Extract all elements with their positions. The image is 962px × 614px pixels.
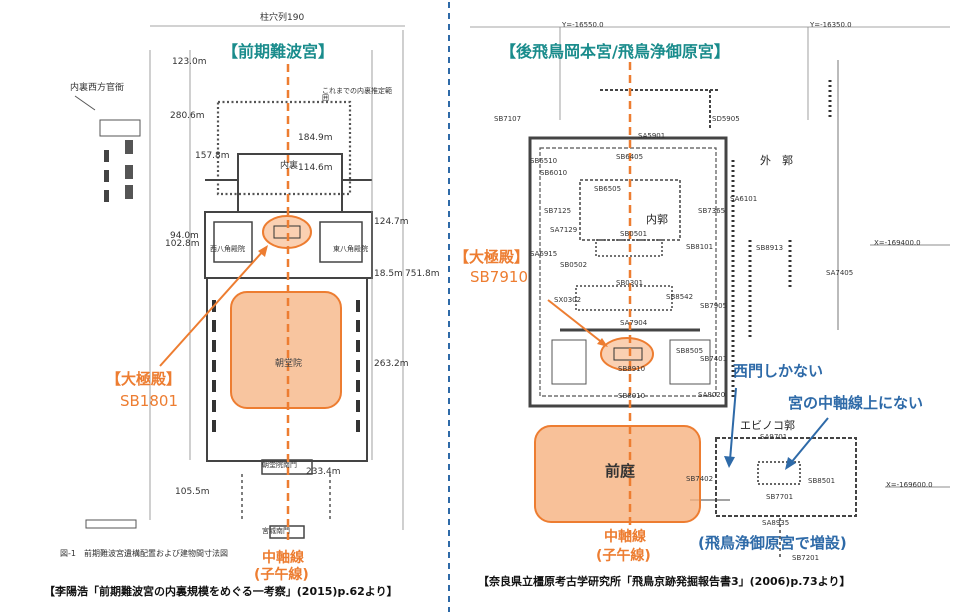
right-code: SB6505 [594, 185, 622, 193]
left-pointer-arrow [159, 249, 265, 367]
left-dairokuden-label: 【大極殿】 [106, 370, 182, 388]
right-code: SB8101 [686, 243, 714, 251]
left-dim: 233.4m [306, 467, 341, 477]
right-code: SB6405 [616, 153, 644, 161]
right-pointer-arrow [547, 299, 605, 345]
right-axis-label-2: (子午線) [596, 548, 651, 564]
left-dim: 263.2m [374, 359, 409, 369]
left-figure-caption: 図-1 前期難波宮遺構配置および建物間寸法図 [60, 549, 228, 558]
ebinoko-label: エビノコ郭 [740, 419, 795, 432]
right-maeniwa-highlight [534, 425, 701, 523]
left-dim: 124.7m [374, 217, 409, 227]
note-west-gate: 西門しかない [733, 362, 824, 380]
left-top-label: 柱穴列190 [260, 13, 305, 23]
left-dairokuden-code: SB1801 [120, 392, 178, 410]
left-west-office-label: 内裏西方官衙 [70, 83, 125, 93]
left-caption: 【李陽浩「前期難波宮の内裏規模をめぐる一考察」(2015)p.62より】 [44, 585, 398, 598]
extension-note: (飛鳥浄御原宮で増設) [698, 534, 847, 552]
right-code: SB7125 [544, 207, 572, 215]
right-coord: X=-169400.0 [874, 239, 921, 247]
left-plan-label: 内裏 [280, 161, 299, 171]
note-not-on-axis: 宮の中軸線上にない [788, 394, 924, 412]
right-code: SA8935 [762, 519, 790, 527]
left-dim: 102.8m [165, 239, 200, 249]
left-plan-label: 朝堂院南門 [262, 461, 297, 469]
left-dim: 123.0m [172, 57, 207, 67]
right-title: 【後飛鳥岡本宮/飛鳥浄御原宮】 [500, 42, 730, 61]
right-code: SB7107 [494, 115, 522, 123]
left-dim: 184.9m [298, 133, 333, 143]
right-code: SB7365 [698, 207, 726, 215]
left-plan-label: 宮城南門 [262, 527, 290, 535]
left-axis-label-2: (子午線) [254, 567, 309, 583]
right-code: SA5901 [638, 132, 666, 140]
right-code: SB0502 [560, 261, 588, 269]
right-coord: Y=-16550.0 [562, 21, 604, 29]
right-code: SA6915 [530, 250, 558, 258]
right-code: SB7201 [792, 554, 820, 562]
right-code: SB8913 [756, 244, 784, 252]
right-site-plan [470, 26, 950, 560]
right-code: SA7904 [620, 319, 648, 327]
right-code: SX0302 [554, 296, 582, 304]
naikaku-label: 内郭 [646, 213, 668, 226]
right-coord: X=-169600.0 [886, 481, 933, 489]
right-code: SB7701 [766, 493, 794, 501]
right-code: SB8542 [666, 293, 694, 301]
left-plan-label: 西八角殿院 [210, 245, 245, 253]
left-plan-label: 朝堂院 [275, 359, 303, 369]
right-code: SB8505 [676, 347, 704, 355]
left-dim: 751.8m [405, 269, 440, 279]
left-plan-label: 東八角殿院 [333, 245, 368, 253]
right-code: SA9701 [760, 433, 788, 441]
right-code: SB6510 [530, 157, 558, 165]
right-code: SA7129 [550, 226, 578, 234]
left-dim: 114.6m [298, 163, 333, 173]
left-dim: 105.5m [175, 487, 210, 497]
off-axis-arrow [789, 417, 829, 465]
right-code: SA7405 [826, 269, 854, 277]
right-code: SB7402 [686, 475, 714, 483]
west-gate-arrow [729, 387, 737, 461]
right-code: SB7401 [700, 355, 728, 363]
left-title: 【前期難波宮】 [222, 42, 335, 61]
right-dairokuden-label: 【大極殿】 [454, 248, 530, 266]
left-dim: 280.6m [170, 111, 205, 121]
right-maeniwa-label: 前庭 [605, 462, 636, 480]
right-code: SB6010 [540, 169, 568, 177]
right-code: SB7905 [700, 302, 728, 310]
right-code: SB0301 [616, 279, 644, 287]
right-code: SB0501 [620, 230, 648, 238]
right-code: SB8010 [618, 392, 646, 400]
right-caption: 【奈良県立橿原考古学研究所「飛鳥京跡発掘報告書3」(2006)p.73より】 [478, 575, 851, 588]
right-code: SD5905 [712, 115, 740, 123]
left-chodoin-highlight [230, 291, 342, 409]
left-dim: 94.0m [170, 231, 199, 241]
gaikaku-label: 外 郭 [760, 154, 793, 167]
right-coord: Y=-16350.0 [810, 21, 852, 29]
left-axis-label-1: 中軸線 [262, 550, 304, 566]
left-plan-label: これまでの内裏推定範囲 [322, 87, 392, 102]
right-dairokuden-code: SB7910 [470, 268, 528, 286]
right-code: SA6101 [730, 195, 758, 203]
left-dim: 18.5m [374, 269, 403, 279]
right-dairokuden-highlight [600, 337, 654, 371]
right-code: SA8020 [698, 391, 726, 399]
right-code: SB8910 [618, 365, 646, 373]
left-dim: 157.8m [195, 151, 230, 161]
left-site-plan [74, 25, 405, 539]
right-axis-label-1: 中軸線 [604, 529, 646, 545]
right-code: SB8501 [808, 477, 836, 485]
